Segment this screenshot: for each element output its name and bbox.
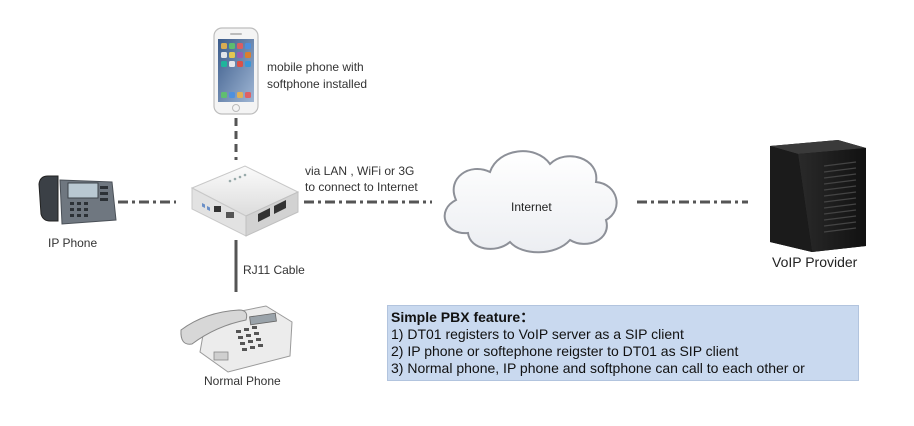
ip-phone-icon — [38, 175, 117, 225]
normal-phone-label: Normal Phone — [204, 374, 281, 388]
voip-server-icon — [770, 140, 866, 252]
mobile-phone-icon — [213, 27, 259, 115]
internet-cloud-icon — [443, 150, 618, 254]
feature-item-1: 1) DT01 registers to VoIP server as a SI… — [391, 326, 684, 342]
connection-label-line2: to connect to Internet — [305, 180, 418, 194]
internet-label: Internet — [511, 200, 552, 214]
rj11-cable-label: RJ11 Cable — [243, 263, 305, 277]
mobile-phone-label-line1: mobile phone with — [267, 60, 364, 74]
voip-provider-label: VoIP Provider — [772, 254, 858, 270]
mobile-phone-label-line2: softphone installed — [267, 77, 368, 91]
feature-item-3: 3) Normal phone, IP phone and softphone … — [391, 360, 805, 376]
pbx-feature-box: Simple PBX feature： 1) DT01 registers to… — [387, 305, 859, 381]
normal-phone-icon — [180, 305, 293, 373]
connection-label-line1: via LAN , WiFi or 3G — [305, 164, 415, 178]
gateway-device-icon — [190, 165, 300, 237]
feature-item-2: 2) IP phone or softephone reigster to DT… — [391, 343, 739, 359]
ip-phone-label: IP Phone — [48, 236, 98, 250]
feature-title: Simple PBX feature： — [391, 309, 535, 325]
